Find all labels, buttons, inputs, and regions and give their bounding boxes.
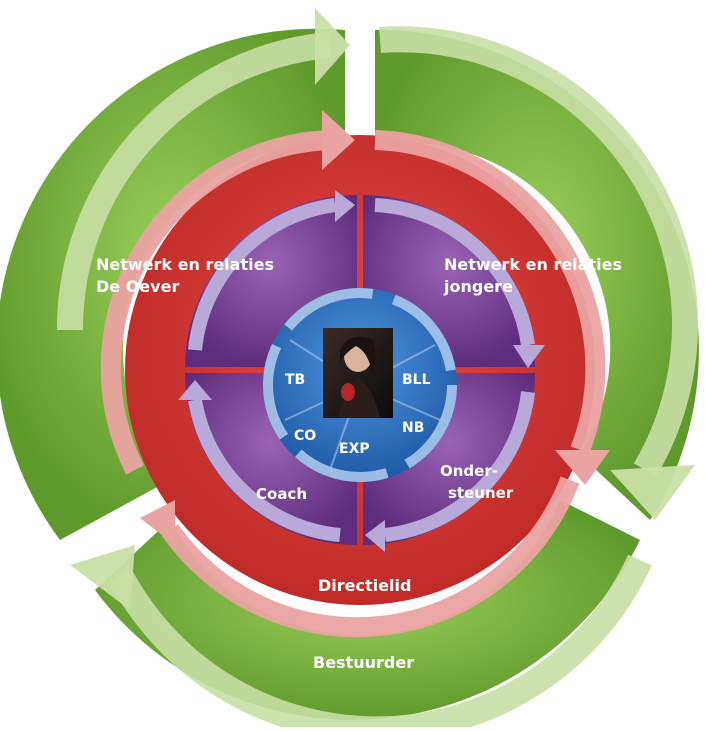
photo-accent xyxy=(341,383,355,401)
label-quadrant-top-right: Netwerk en relaties jongere xyxy=(443,255,628,296)
purple-arrowhead-bottom-left xyxy=(178,380,212,400)
purple-arrow-bottom-right xyxy=(384,391,535,542)
outer-arrow-right xyxy=(379,26,699,477)
inner-segment-label: CO xyxy=(294,428,316,444)
red-arrowhead-bottom xyxy=(140,500,175,545)
blue-arrow-ring xyxy=(263,288,457,482)
red-arrow-left xyxy=(100,130,331,475)
purple-arrowhead-top-right xyxy=(513,345,545,368)
red-arrowhead-left xyxy=(322,110,355,170)
inner-segment-label: EXP xyxy=(339,441,370,457)
label-quadrant-bottom-right: Onder- steuner xyxy=(440,462,514,502)
outer-ring-bestuurder xyxy=(0,8,699,731)
red-arrowhead-right xyxy=(555,450,610,485)
purple-arrowhead-top-left xyxy=(335,190,355,222)
label-outer-ring: Bestuurder xyxy=(313,653,414,672)
inner-segment-label: NB xyxy=(402,420,424,436)
outer-ring-segment-left xyxy=(0,28,345,540)
purple-arrow-top-left xyxy=(188,198,336,351)
red-arrow-right xyxy=(374,130,606,454)
purple-arrow-bottom-left xyxy=(188,398,341,542)
inner-segment-label: TB xyxy=(285,372,305,388)
outer-arrowhead-bottom xyxy=(70,545,135,610)
outer-arrowhead-right xyxy=(610,465,695,520)
label-quadrant-bottom-left: Coach xyxy=(256,485,307,503)
outer-arrow-left xyxy=(56,32,332,331)
label-quadrant-top-left: Netwerk en relaties De Oever xyxy=(96,255,280,296)
photo-hair xyxy=(340,336,376,372)
outer-ring-segment-bottom xyxy=(95,500,640,720)
portrait-photo-icon xyxy=(323,328,393,418)
purple-arrowhead-bottom-right xyxy=(365,520,385,552)
inner-segment-label: BLL xyxy=(402,372,431,388)
purple-arrow-top-right xyxy=(374,198,535,346)
red-arrow-bottom xyxy=(161,476,580,638)
label-second-ring: Directielid xyxy=(318,576,411,595)
outer-arrowhead-left xyxy=(315,8,350,85)
